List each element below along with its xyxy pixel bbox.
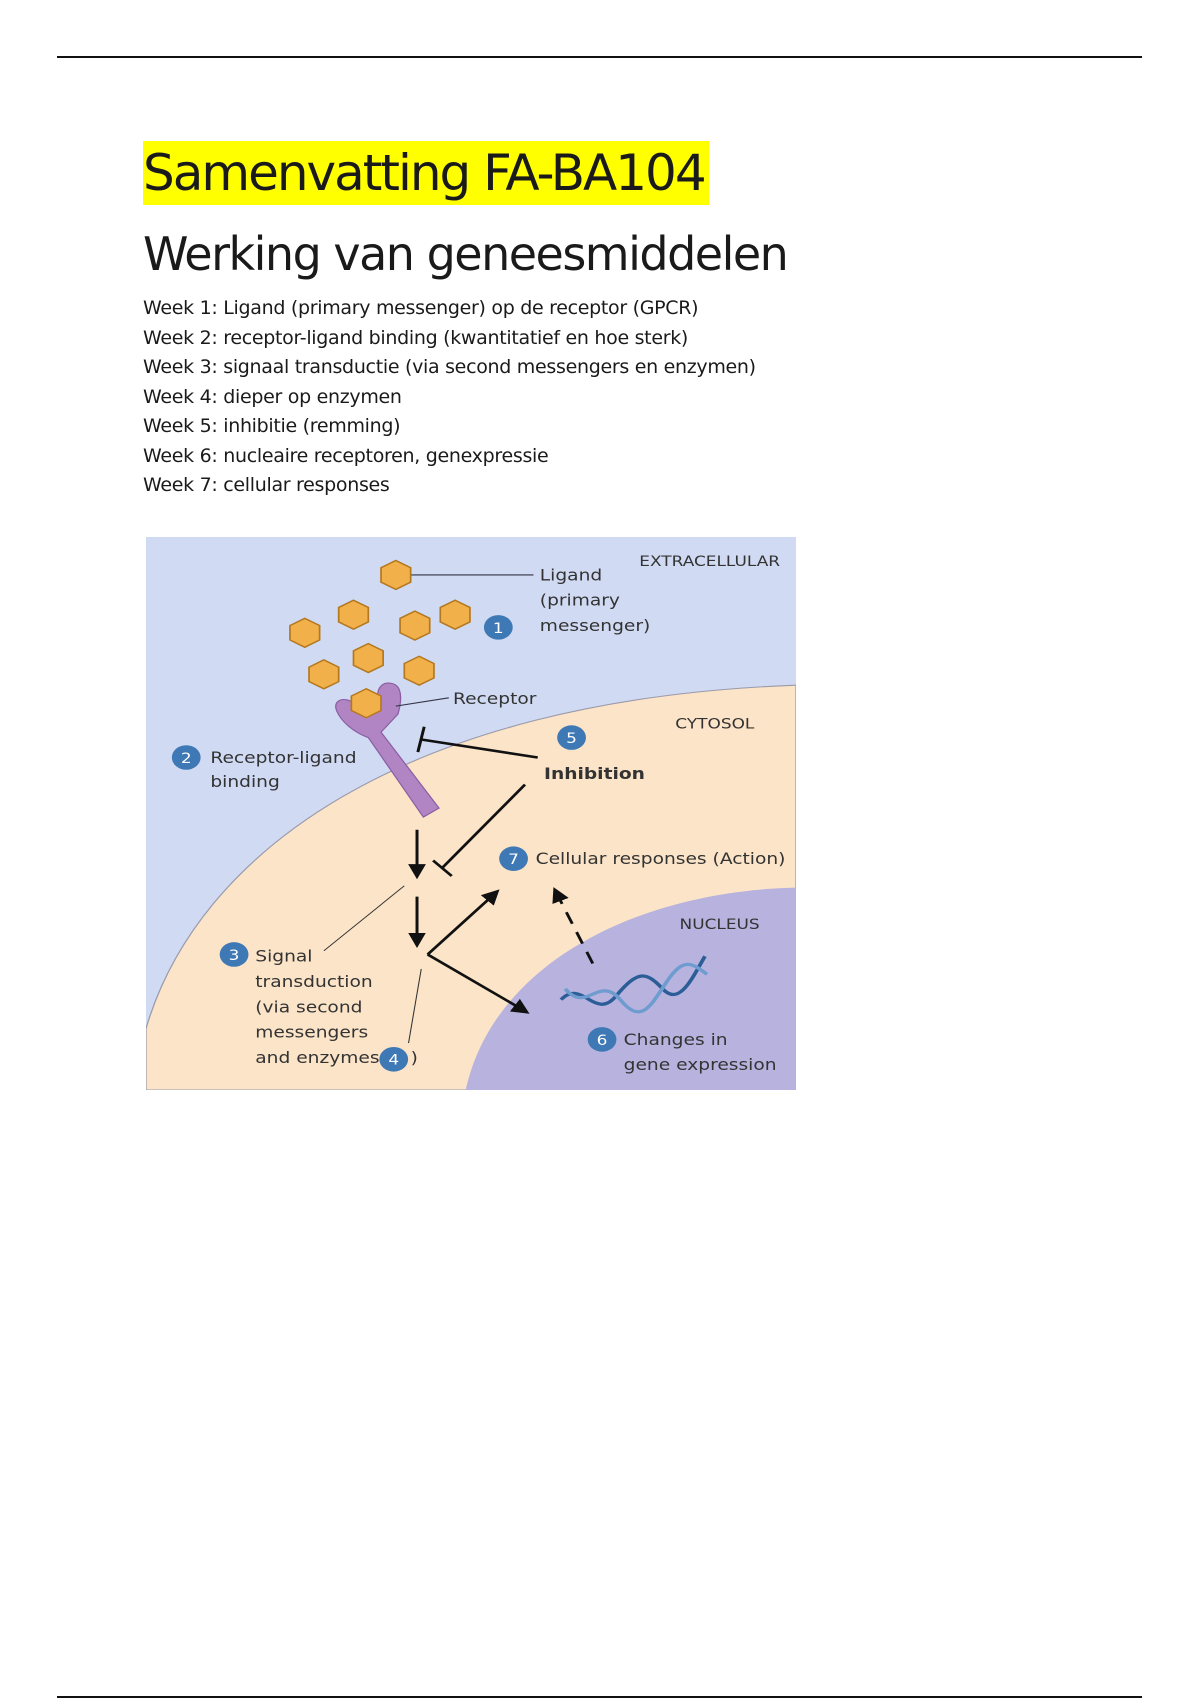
gene-label: Changes in gene expression bbox=[624, 1031, 777, 1075]
gene-label-line: gene expression bbox=[624, 1056, 777, 1074]
enzymes-pointer bbox=[408, 968, 422, 1044]
step-badge-3: 3 bbox=[219, 942, 249, 967]
receptor-label: Receptor bbox=[453, 690, 537, 708]
step-number: 7 bbox=[508, 850, 519, 867]
step-number: 5 bbox=[566, 729, 577, 746]
dna-helix-icon bbox=[559, 955, 709, 1014]
ligand-label-line: (primary bbox=[540, 592, 620, 610]
extracellular-label: EXTRACELLULAR bbox=[639, 552, 780, 569]
response-arrow bbox=[426, 889, 500, 956]
week-item: Week 6: nucleaire receptoren, genexpress… bbox=[143, 444, 549, 467]
ligand-hexagon bbox=[337, 599, 370, 630]
step-badge-7: 7 bbox=[499, 846, 528, 871]
ligand-label: Ligand (primary messenger) bbox=[540, 567, 650, 636]
bottom-rule bbox=[57, 1696, 1142, 1698]
signal-label: Signal transduction (via second messenge… bbox=[255, 948, 379, 1068]
signal-label-line: Signal bbox=[255, 948, 312, 966]
receptor-pointer bbox=[395, 697, 449, 707]
ligand-hexagon bbox=[403, 655, 435, 687]
step-badge-2: 2 bbox=[171, 745, 201, 770]
inhibition-line-transduction bbox=[441, 783, 527, 869]
signal-label-line: (via second bbox=[255, 999, 362, 1017]
step-badge-6: 6 bbox=[587, 1027, 617, 1052]
nucleus-label: NUCLEUS bbox=[680, 915, 760, 932]
document-subtitle: Werking van geneesmiddelen bbox=[143, 227, 789, 281]
week-item: Week 3: signaal transductie (via second … bbox=[143, 356, 756, 378]
gene-label-line: Changes in bbox=[624, 1031, 728, 1049]
bound-ligand bbox=[350, 687, 382, 719]
responses-label: Cellular responses (Action) bbox=[536, 850, 786, 868]
step-number: 1 bbox=[493, 619, 504, 636]
ligand-hexagon bbox=[399, 610, 431, 641]
document-title: Samenvatting FA-BA104 bbox=[143, 141, 709, 205]
top-rule bbox=[57, 56, 1142, 58]
week-list: Week 1: Ligand (primary messenger) op de… bbox=[143, 294, 756, 501]
inhibition-label: Inhibition bbox=[544, 765, 645, 783]
week-item: Week 7: cellular responses bbox=[143, 474, 390, 496]
week-item: Week 5: inhibitie (remming) bbox=[143, 415, 401, 437]
inhibition-bar bbox=[432, 859, 453, 877]
signal-pointer bbox=[323, 885, 405, 952]
gene-response-dashed-arrow bbox=[552, 887, 595, 965]
nucleus-region bbox=[465, 887, 796, 1090]
signal-label-close: ) bbox=[411, 1049, 418, 1067]
binding-label: Receptor-ligand binding bbox=[210, 749, 362, 792]
ligand-hexagon bbox=[439, 599, 471, 630]
ligand-hexagon bbox=[308, 659, 340, 690]
signal-label-line: and enzymes bbox=[255, 1049, 379, 1067]
step-badge-1: 1 bbox=[483, 615, 513, 640]
signal-label-line: messengers bbox=[255, 1024, 368, 1042]
step-number: 4 bbox=[388, 1051, 399, 1068]
week-item: Week 1: Ligand (primary messenger) op de… bbox=[143, 297, 699, 319]
cytosol-label: CYTOSOL bbox=[675, 715, 754, 732]
signal-label-line: transduction bbox=[255, 973, 372, 991]
week-item: Week 4: dieper op enzymen bbox=[143, 385, 402, 408]
week-item: Week 2: receptor-ligand binding (kwantit… bbox=[143, 326, 689, 349]
receptor bbox=[335, 682, 440, 818]
inhibition-line-receptor bbox=[420, 738, 538, 759]
step-badge-5: 5 bbox=[557, 725, 586, 750]
ligand-hexagon bbox=[352, 642, 384, 674]
step-number: 2 bbox=[181, 749, 192, 766]
ligand-molecules bbox=[289, 559, 471, 690]
ligand-label-line: Ligand bbox=[540, 567, 602, 585]
inhibition-bar bbox=[416, 726, 426, 753]
step-number: 3 bbox=[229, 946, 240, 963]
ligand-hexagon bbox=[380, 559, 412, 591]
step-number: 6 bbox=[597, 1031, 608, 1048]
ligand-label-line: messenger) bbox=[540, 617, 650, 635]
binding-label-line: binding bbox=[210, 773, 279, 791]
step-badge-4: 4 bbox=[379, 1046, 409, 1072]
nucleus-arrow bbox=[426, 953, 530, 1014]
ligand-hexagon bbox=[289, 617, 321, 649]
binding-label-line: Receptor-ligand bbox=[210, 749, 356, 767]
signal-transduction-diagram: EXTRACELLULAR CYTOSOL NUCLEUS Receptor L… bbox=[146, 537, 796, 1090]
